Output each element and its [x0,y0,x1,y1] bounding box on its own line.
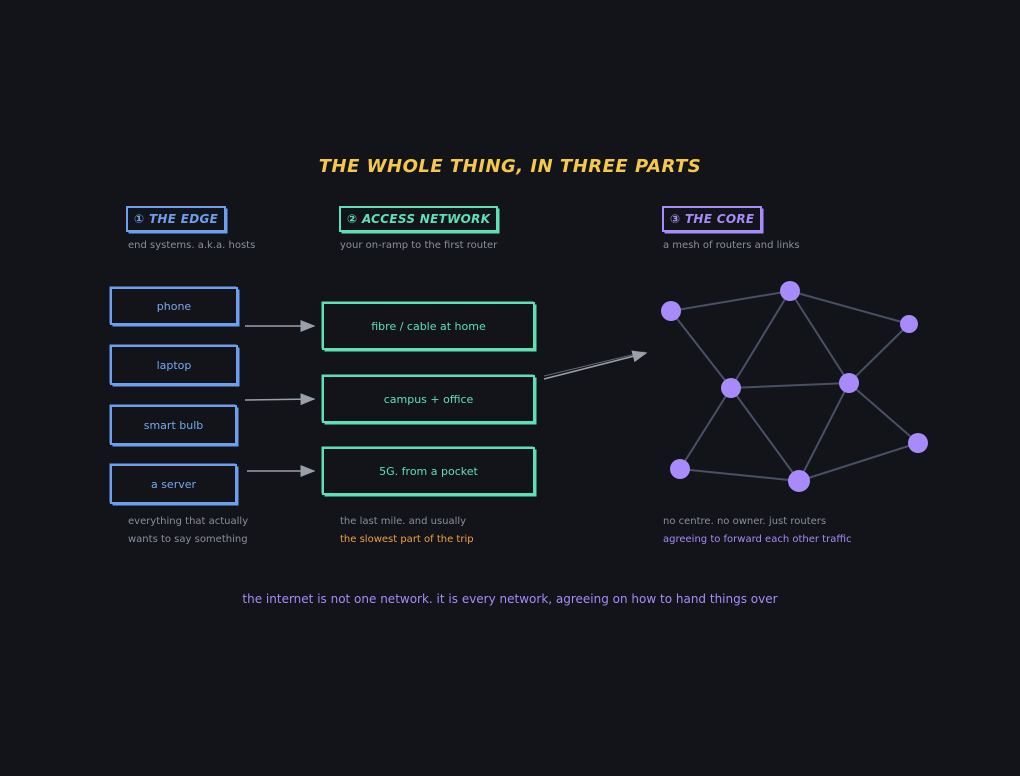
diagram-title: THE WHOLE THING, IN THREE PARTS [318,156,702,177]
edge-footer: everything that actually wants to say so… [128,513,248,549]
access-subtitle: your on-ramp to the first router [340,240,498,251]
access-footer-line-1: the last mile. and usually [340,516,467,527]
router-node [721,378,741,398]
core-subtitle: a mesh of routers and links [663,240,800,251]
arrow-access-to-core [543,350,648,380]
access-footer: the last mile. and usually the slowest p… [340,513,474,549]
core-routers [661,281,928,492]
core-footer-line-1: no centre. no owner. just routers [663,516,827,527]
arrow-edge-to-campus [244,393,316,406]
core-mesh-links [670,290,919,482]
router-node [908,433,928,453]
edge-node-phone: phone [110,287,238,325]
access-node-fibre: fibre / cable at home [322,302,535,350]
edge-node-laptop: laptop [110,345,238,385]
edge-node-server: a server [110,464,237,504]
router-node [661,301,681,321]
core-heading: ③ THE CORE [662,206,763,232]
access-node-campus: campus + office [322,375,535,423]
tagline: the internet is not one network. it is e… [242,592,778,606]
edge-subtitle: end systems. a.k.a. hosts [128,240,256,251]
core-footer-line-2: agreeing to forward each other traffic [663,534,852,545]
edge-footer-line-1: everything that actually [128,516,249,527]
router-node [670,459,690,479]
edge-heading: ① THE EDGE [126,206,227,232]
access-node-5g: 5G. from a pocket [322,447,535,495]
edge-footer-line-2: wants to say something [128,534,248,545]
access-footer-line-2: the slowest part of the trip [340,534,474,545]
router-node [839,373,859,393]
core-footer: no centre. no owner. just routers agreei… [663,513,852,549]
router-node [788,470,810,492]
edge-node-smart-bulb: smart bulb [110,405,237,445]
router-node [900,315,918,333]
router-node [780,281,800,301]
access-heading: ② ACCESS NETWORK [339,206,499,232]
